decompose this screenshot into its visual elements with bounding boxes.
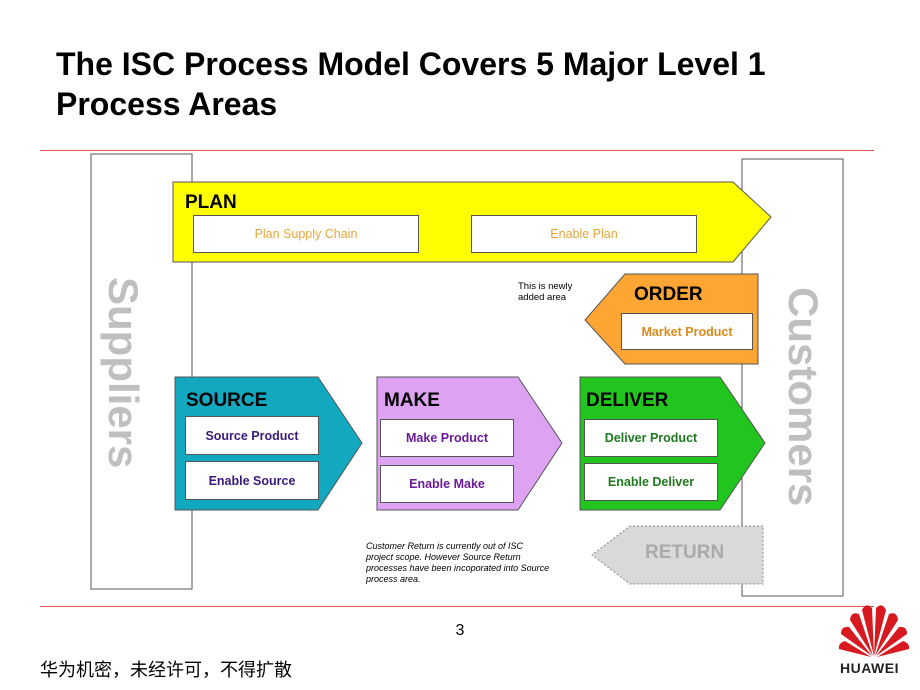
plan-supply-chain-box: Plan Supply Chain <box>193 215 419 253</box>
return-label: RETURN <box>645 542 725 563</box>
plan-heading: PLAN <box>185 192 237 213</box>
huawei-logo-icon <box>838 605 910 657</box>
enable-plan-box: Enable Plan <box>471 215 697 253</box>
deliver-heading: DELIVER <box>586 390 669 411</box>
market-product-box: Market Product <box>621 313 753 350</box>
return-arrow <box>591 525 764 585</box>
huawei-brand-name: HUAWEI <box>840 660 899 676</box>
enable-source-box: Enable Source <box>185 461 319 500</box>
enable-make-box: Enable Make <box>380 465 514 503</box>
enable-deliver-box: Enable Deliver <box>584 463 718 501</box>
page-title: The ISC Process Model Covers 5 Major Lev… <box>56 46 766 122</box>
page-number: 3 <box>455 622 465 639</box>
bottom-divider <box>40 606 874 607</box>
order-heading: ORDER <box>634 284 703 305</box>
top-divider <box>40 150 874 151</box>
customers-label: Customers <box>780 287 827 507</box>
make-product-box: Make Product <box>380 419 514 457</box>
make-heading: MAKE <box>384 390 440 411</box>
return-note: Customer Return is currently out of ISC … <box>366 541 550 584</box>
source-heading: SOURCE <box>186 390 268 411</box>
confidentiality-notice: 华为机密，未经许可，不得扩散 <box>40 660 292 681</box>
order-note: This is newly added area <box>518 281 573 303</box>
deliver-product-box: Deliver Product <box>584 419 718 457</box>
source-product-box: Source Product <box>185 416 319 455</box>
suppliers-label: Suppliers <box>100 277 147 469</box>
